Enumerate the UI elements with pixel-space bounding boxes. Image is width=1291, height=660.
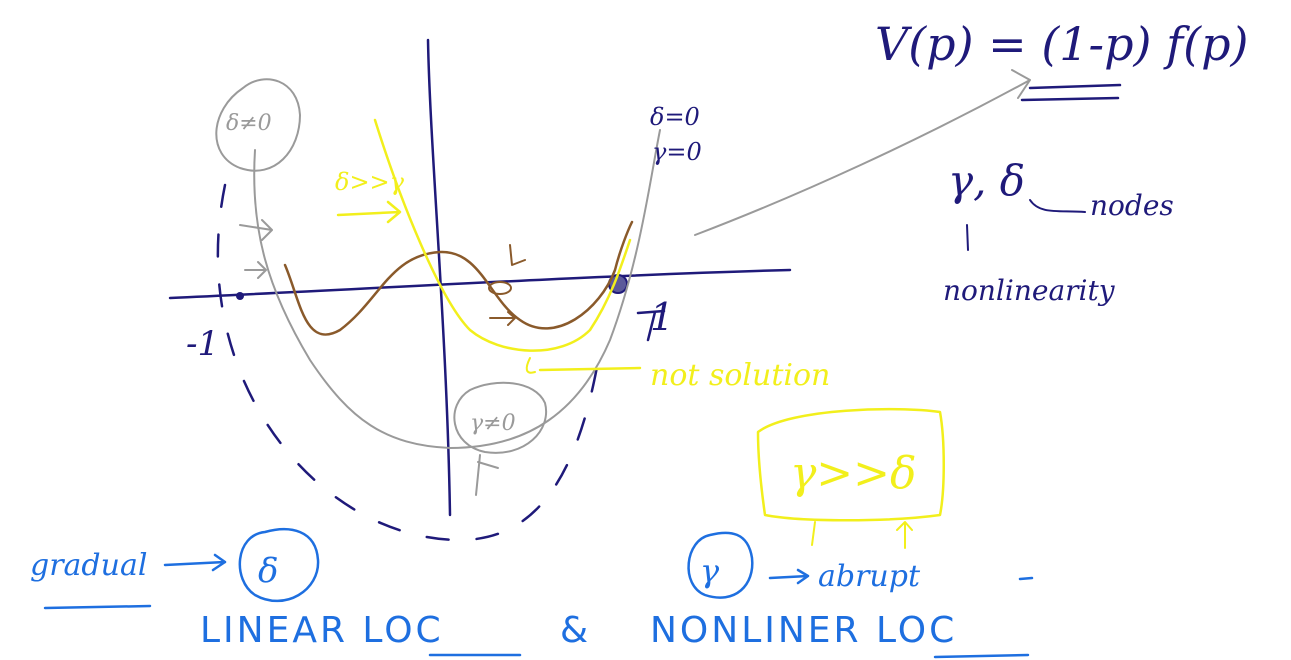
circle-delta	[238, 528, 320, 603]
notes: V(p) = (1-p) f(p) γ, δ nodes nonlinearit…	[186, 17, 1248, 364]
linear-loc-label: LINEAR LOC	[200, 610, 444, 651]
yellow-curve	[336, 118, 945, 549]
bottom-notes: gradual δ γ abrupt LINEAR LOC & NONLINER…	[30, 528, 1034, 659]
delta-gg-label: δ>>γ	[335, 168, 405, 196]
equation: V(p) = (1-p) f(p)	[875, 17, 1248, 71]
gamma-gg-delta-label: γ>>δ	[790, 448, 917, 499]
gray-potential	[215, 69, 1031, 496]
x-axis	[168, 268, 792, 300]
arrow-to-equation	[694, 69, 1031, 236]
circled-delta: δ	[258, 551, 278, 591]
gamma-gg-delta-box	[756, 407, 945, 522]
equation-underline	[1020, 83, 1122, 102]
delta-neq-circle	[215, 78, 301, 172]
brown-double-well	[283, 220, 634, 336]
nonlinear-loc-label: NONLINER LOC	[650, 610, 957, 651]
circle-gamma	[687, 531, 754, 599]
nodes-label: nodes	[1090, 189, 1174, 222]
dashed-arc	[216, 183, 602, 542]
delta-eq-label: δ=0	[650, 103, 700, 131]
nonlinearity-label: nonlinearity	[943, 274, 1116, 307]
gamma-neq-circle	[453, 381, 548, 454]
not-solution-label: not solution	[650, 358, 830, 393]
abrupt-label: abrupt	[818, 559, 921, 594]
circled-gamma: γ	[700, 552, 720, 590]
y-axis	[426, 38, 452, 517]
and-label: &	[560, 610, 588, 651]
minus-one-label: -1	[186, 324, 219, 364]
gradual-label: gradual	[30, 548, 147, 583]
one-marker-stroke	[636, 309, 666, 342]
one-label: 1	[650, 295, 674, 339]
gamma-neq-label: γ≠0	[470, 411, 516, 436]
gamma-delta-label: γ, δ	[948, 156, 1025, 205]
minus-one-dot	[236, 292, 244, 300]
gamma-eq-label: γ=0	[652, 138, 702, 166]
delta-neq-label: δ≠0	[226, 111, 272, 136]
